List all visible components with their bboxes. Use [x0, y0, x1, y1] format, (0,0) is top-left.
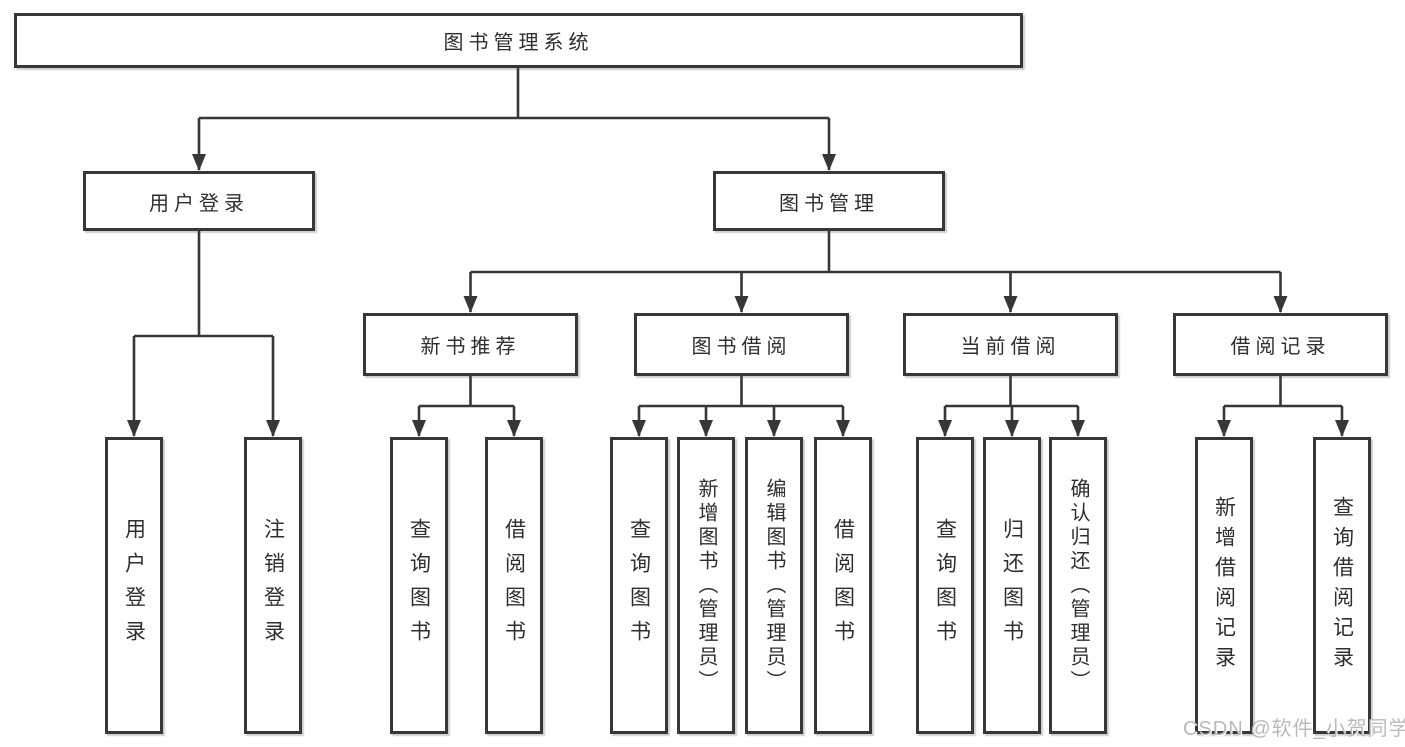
- connector-root-to-level2: [192, 68, 836, 171]
- leaf-logout-label: 注销登录: [261, 517, 285, 654]
- leaf-bookborrow-add-books-admin-label: 新增图书（管理员）: [695, 477, 717, 694]
- node-user-login: 用户登录: [83, 171, 315, 231]
- leaf-user-login: 用户登录: [105, 437, 163, 734]
- connector-new-books-to-leaves: [412, 376, 521, 437]
- leaf-user-login-label: 用户登录: [122, 517, 146, 654]
- leaf-current-return-books: 归还图书: [983, 437, 1041, 734]
- node-root-label: 图书管理系统: [443, 32, 594, 54]
- node-new-book-recommend: 新书推荐: [363, 313, 578, 376]
- leaf-records-query-record-label: 查询借阅记录: [1330, 495, 1354, 676]
- csdn-watermark: CSDN @软件_小贺同学: [1183, 718, 1405, 740]
- leaf-current-query-books-label: 查询图书: [933, 517, 957, 654]
- node-borrow-records: 借阅记录: [1173, 313, 1388, 376]
- connector-user-login-to-leaves: [127, 231, 280, 437]
- node-book-management-label: 图书管理: [779, 192, 879, 215]
- leaf-newbooks-borrow-books: 借阅图书: [485, 437, 543, 734]
- connector-book-borrow-to-leaves: [632, 376, 850, 437]
- leaf-records-query-record: 查询借阅记录: [1313, 437, 1371, 734]
- leaf-current-query-books: 查询图书: [916, 437, 974, 734]
- node-book-borrow: 图书借阅: [634, 313, 849, 376]
- connector-borrow-records-to-leaves: [1217, 376, 1349, 437]
- leaf-logout: 注销登录: [244, 437, 302, 734]
- node-root-system: 图书管理系统: [14, 13, 1023, 68]
- node-current-borrow: 当前借阅: [903, 313, 1118, 376]
- node-book-borrow-label: 图书借阅: [691, 336, 792, 358]
- leaf-current-return-books-label: 归还图书: [1000, 517, 1024, 654]
- connector-book-mgmt-to-level3: [463, 231, 1288, 313]
- leaf-bookborrow-add-books-admin: 新增图书（管理员）: [677, 437, 735, 734]
- node-current-borrow-label: 当前借阅: [960, 336, 1061, 358]
- leaf-records-add-record-label: 新增借阅记录: [1212, 495, 1236, 676]
- node-borrow-records-label: 借阅记录: [1230, 336, 1331, 358]
- leaf-bookborrow-edit-books-admin-label: 编辑图书（管理员）: [763, 477, 785, 694]
- leaf-newbooks-query-books-label: 查询图书: [407, 517, 431, 654]
- leaf-records-add-record: 新增借阅记录: [1195, 437, 1253, 734]
- leaf-bookborrow-borrow-books-label: 借阅图书: [831, 517, 855, 654]
- leaf-current-confirm-return-admin: 确认归还（管理员）: [1049, 437, 1107, 734]
- leaf-newbooks-borrow-books-label: 借阅图书: [502, 517, 526, 654]
- node-new-book-recommend-label: 新书推荐: [420, 336, 521, 358]
- leaf-bookborrow-edit-books-admin: 编辑图书（管理员）: [745, 437, 803, 734]
- leaf-bookborrow-query-books-label: 查询图书: [627, 517, 651, 654]
- connector-current-borrow-to-leaves: [938, 376, 1085, 437]
- leaf-current-confirm-return-admin-label: 确认归还（管理员）: [1067, 477, 1089, 694]
- node-user-login-label: 用户登录: [149, 192, 249, 215]
- leaf-bookborrow-query-books: 查询图书: [610, 437, 668, 734]
- leaf-bookborrow-borrow-books: 借阅图书: [814, 437, 872, 734]
- node-book-management: 图书管理: [713, 171, 945, 231]
- leaf-newbooks-query-books: 查询图书: [390, 437, 448, 734]
